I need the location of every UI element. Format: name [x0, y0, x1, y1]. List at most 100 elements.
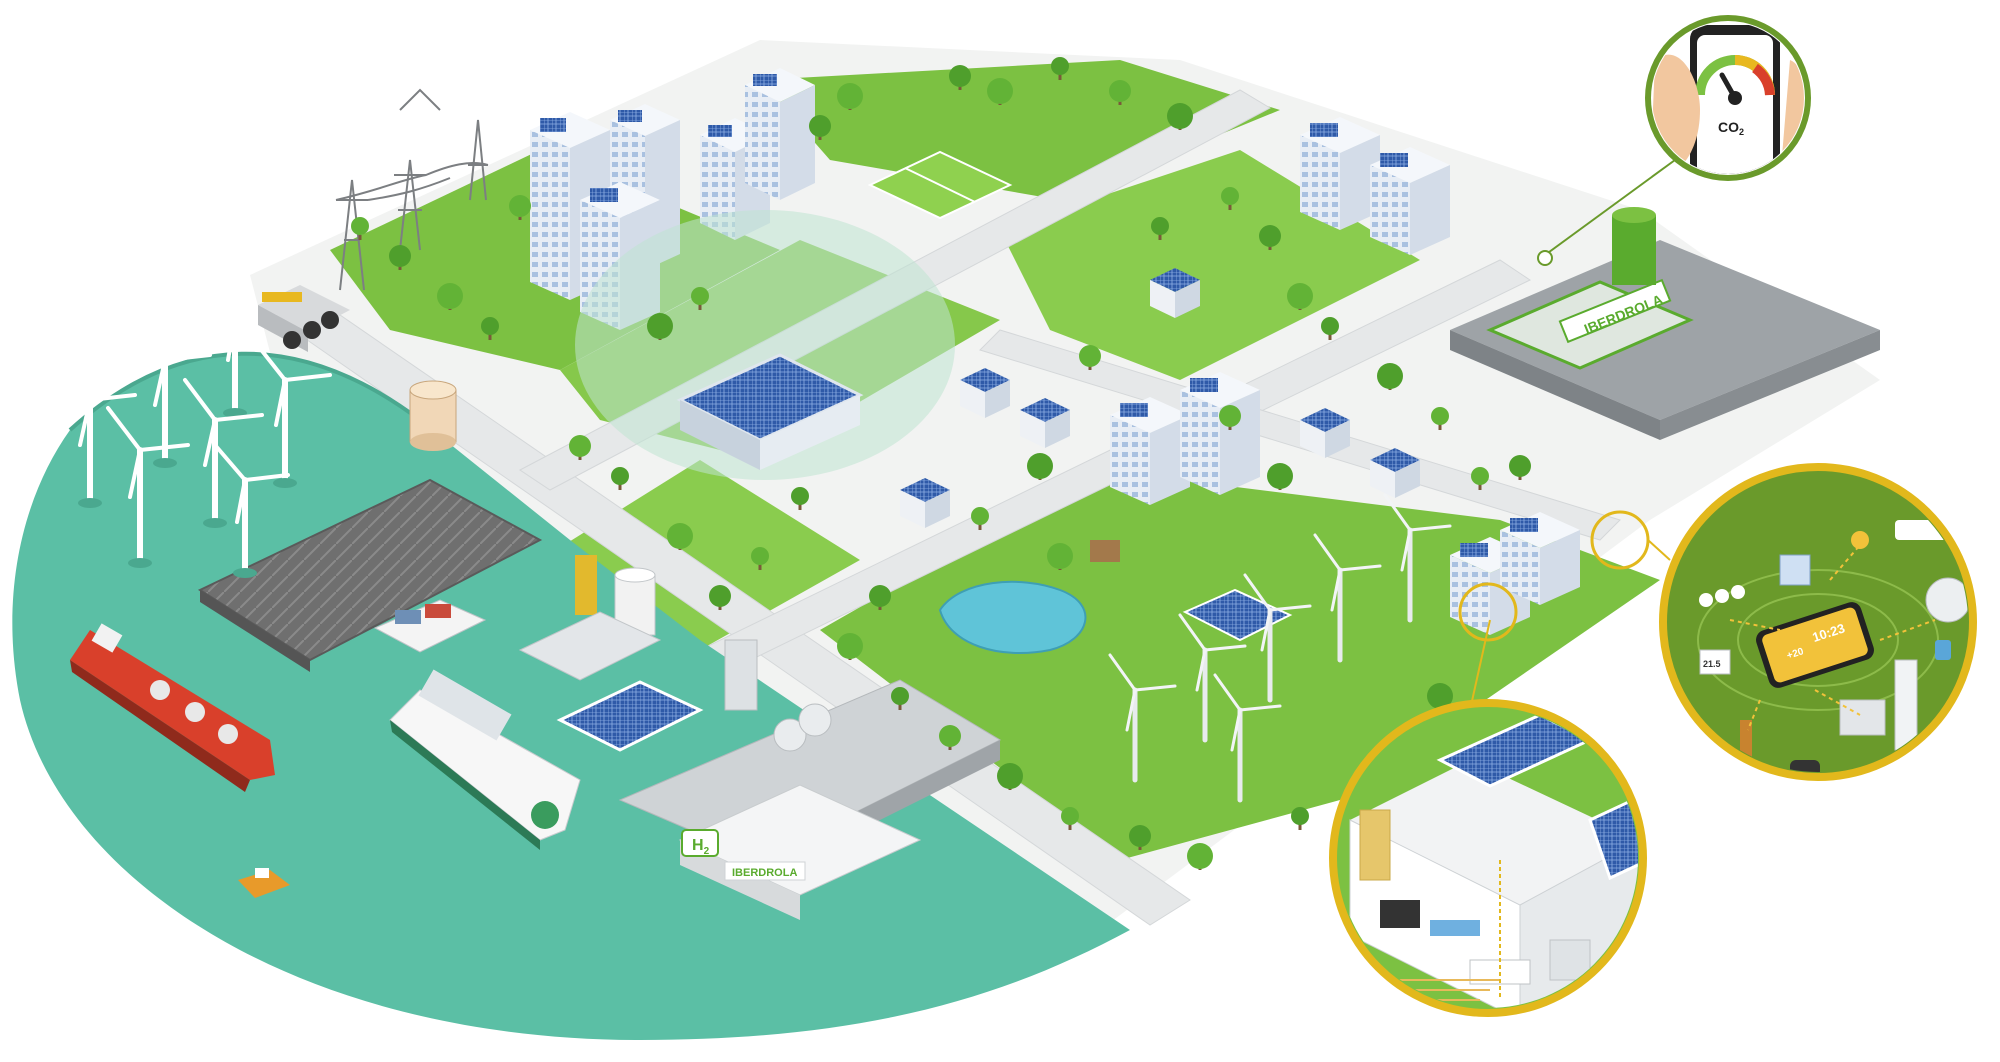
tree — [987, 78, 1013, 105]
tree — [509, 195, 531, 220]
tower-building — [745, 68, 815, 200]
house — [900, 478, 950, 528]
h2-label: H2 — [692, 837, 710, 857]
tree — [1079, 345, 1101, 370]
wind-turbine — [253, 340, 332, 488]
tree — [1109, 80, 1131, 105]
offshore-wind-farm — [58, 283, 332, 578]
power-transmission-towers — [335, 88, 489, 291]
wind-turbine — [1108, 653, 1177, 783]
tree — [1287, 283, 1313, 310]
light-bulbs-icon — [1699, 585, 1745, 607]
house — [1020, 398, 1070, 448]
tree — [691, 287, 709, 310]
tree — [1291, 807, 1309, 830]
wind-turbine — [1243, 573, 1312, 703]
tree — [1431, 407, 1449, 430]
wind-turbine — [1383, 493, 1452, 623]
tree — [809, 115, 831, 140]
co2-label: CO2 — [1718, 119, 1744, 137]
tree — [1047, 543, 1073, 570]
downtown-towers — [530, 68, 815, 330]
tree — [569, 435, 591, 460]
tree — [837, 83, 863, 110]
lng-tanker-ship — [70, 623, 275, 792]
tree — [709, 585, 731, 610]
tree — [351, 217, 369, 240]
tree — [1061, 807, 1079, 830]
north-grass — [760, 60, 1280, 200]
wind-turbine — [58, 358, 137, 508]
tree — [971, 507, 989, 530]
tree — [891, 687, 909, 710]
appliance-icon — [1839, 699, 1886, 736]
thermostat-icon — [1699, 649, 1731, 675]
factory-with-solar-roof — [676, 353, 864, 470]
apartment-block — [1300, 117, 1380, 230]
gas-power-plant — [258, 285, 350, 352]
hydrogen-plant: H2 IBERDROLA — [678, 784, 922, 920]
tree — [1259, 225, 1281, 250]
tree — [997, 763, 1023, 790]
tree — [647, 313, 673, 340]
tree — [1129, 825, 1151, 850]
h2-sign — [681, 829, 719, 857]
thermostat-label: 21.5 — [1703, 659, 1721, 669]
co2-phone-callout: CO2 — [1537, 15, 1811, 266]
heat-pump-icon — [1894, 659, 1918, 751]
tree — [1321, 317, 1339, 340]
park-solar-panels — [1182, 588, 1293, 642]
tree — [437, 283, 463, 310]
brand-sign-plant — [1558, 278, 1672, 344]
brand-sign-port — [724, 861, 806, 881]
tree — [751, 547, 769, 570]
trees — [351, 57, 1531, 870]
wind-turbine — [1178, 613, 1247, 743]
tree — [481, 317, 499, 340]
small-boat — [238, 868, 290, 898]
wind-turbine — [133, 318, 212, 468]
tree — [939, 725, 961, 750]
iot-devices-callout: +20 10:23 21.5 — [1659, 463, 1977, 781]
tree — [949, 65, 971, 90]
house — [1370, 448, 1420, 498]
tree — [667, 523, 693, 550]
washing-machine-icon — [1925, 577, 1968, 623]
apartment-block — [1180, 372, 1260, 495]
tree — [1151, 217, 1169, 240]
apartment-block — [1370, 147, 1450, 255]
wind-turbine — [213, 443, 290, 578]
park-lake — [938, 540, 1120, 654]
house — [960, 368, 1010, 418]
energy-plant-northeast: IBERDROLA — [1450, 207, 1880, 440]
wind-turbine — [1313, 533, 1382, 663]
tree — [837, 633, 863, 660]
tree — [1267, 463, 1293, 490]
wind-turbine — [106, 406, 190, 568]
tree — [1427, 683, 1453, 710]
brand-label-port: IBERDROLA — [732, 867, 797, 879]
smartwatch-icon — [1790, 760, 1820, 772]
apartment-block — [1110, 397, 1190, 505]
football-field — [867, 150, 1013, 220]
tree — [1051, 57, 1069, 80]
tree — [1219, 405, 1241, 430]
phone-temp-label: +20 — [1786, 646, 1806, 662]
tree — [1187, 843, 1213, 870]
tree — [869, 585, 891, 610]
house — [1150, 268, 1200, 318]
wifi-plug-icon — [1851, 531, 1869, 549]
tree — [1509, 455, 1531, 480]
tree — [389, 245, 411, 270]
tree — [1221, 187, 1239, 210]
smart-home-callout — [1329, 510, 1671, 1017]
house — [1300, 408, 1350, 458]
control-panel-icon — [1779, 554, 1811, 586]
tree — [791, 487, 809, 510]
tree — [1027, 453, 1053, 480]
cargo-ship — [373, 599, 487, 653]
onshore-wind-farm — [1108, 493, 1452, 803]
wind-turbine — [1213, 673, 1282, 803]
tree — [611, 467, 629, 490]
